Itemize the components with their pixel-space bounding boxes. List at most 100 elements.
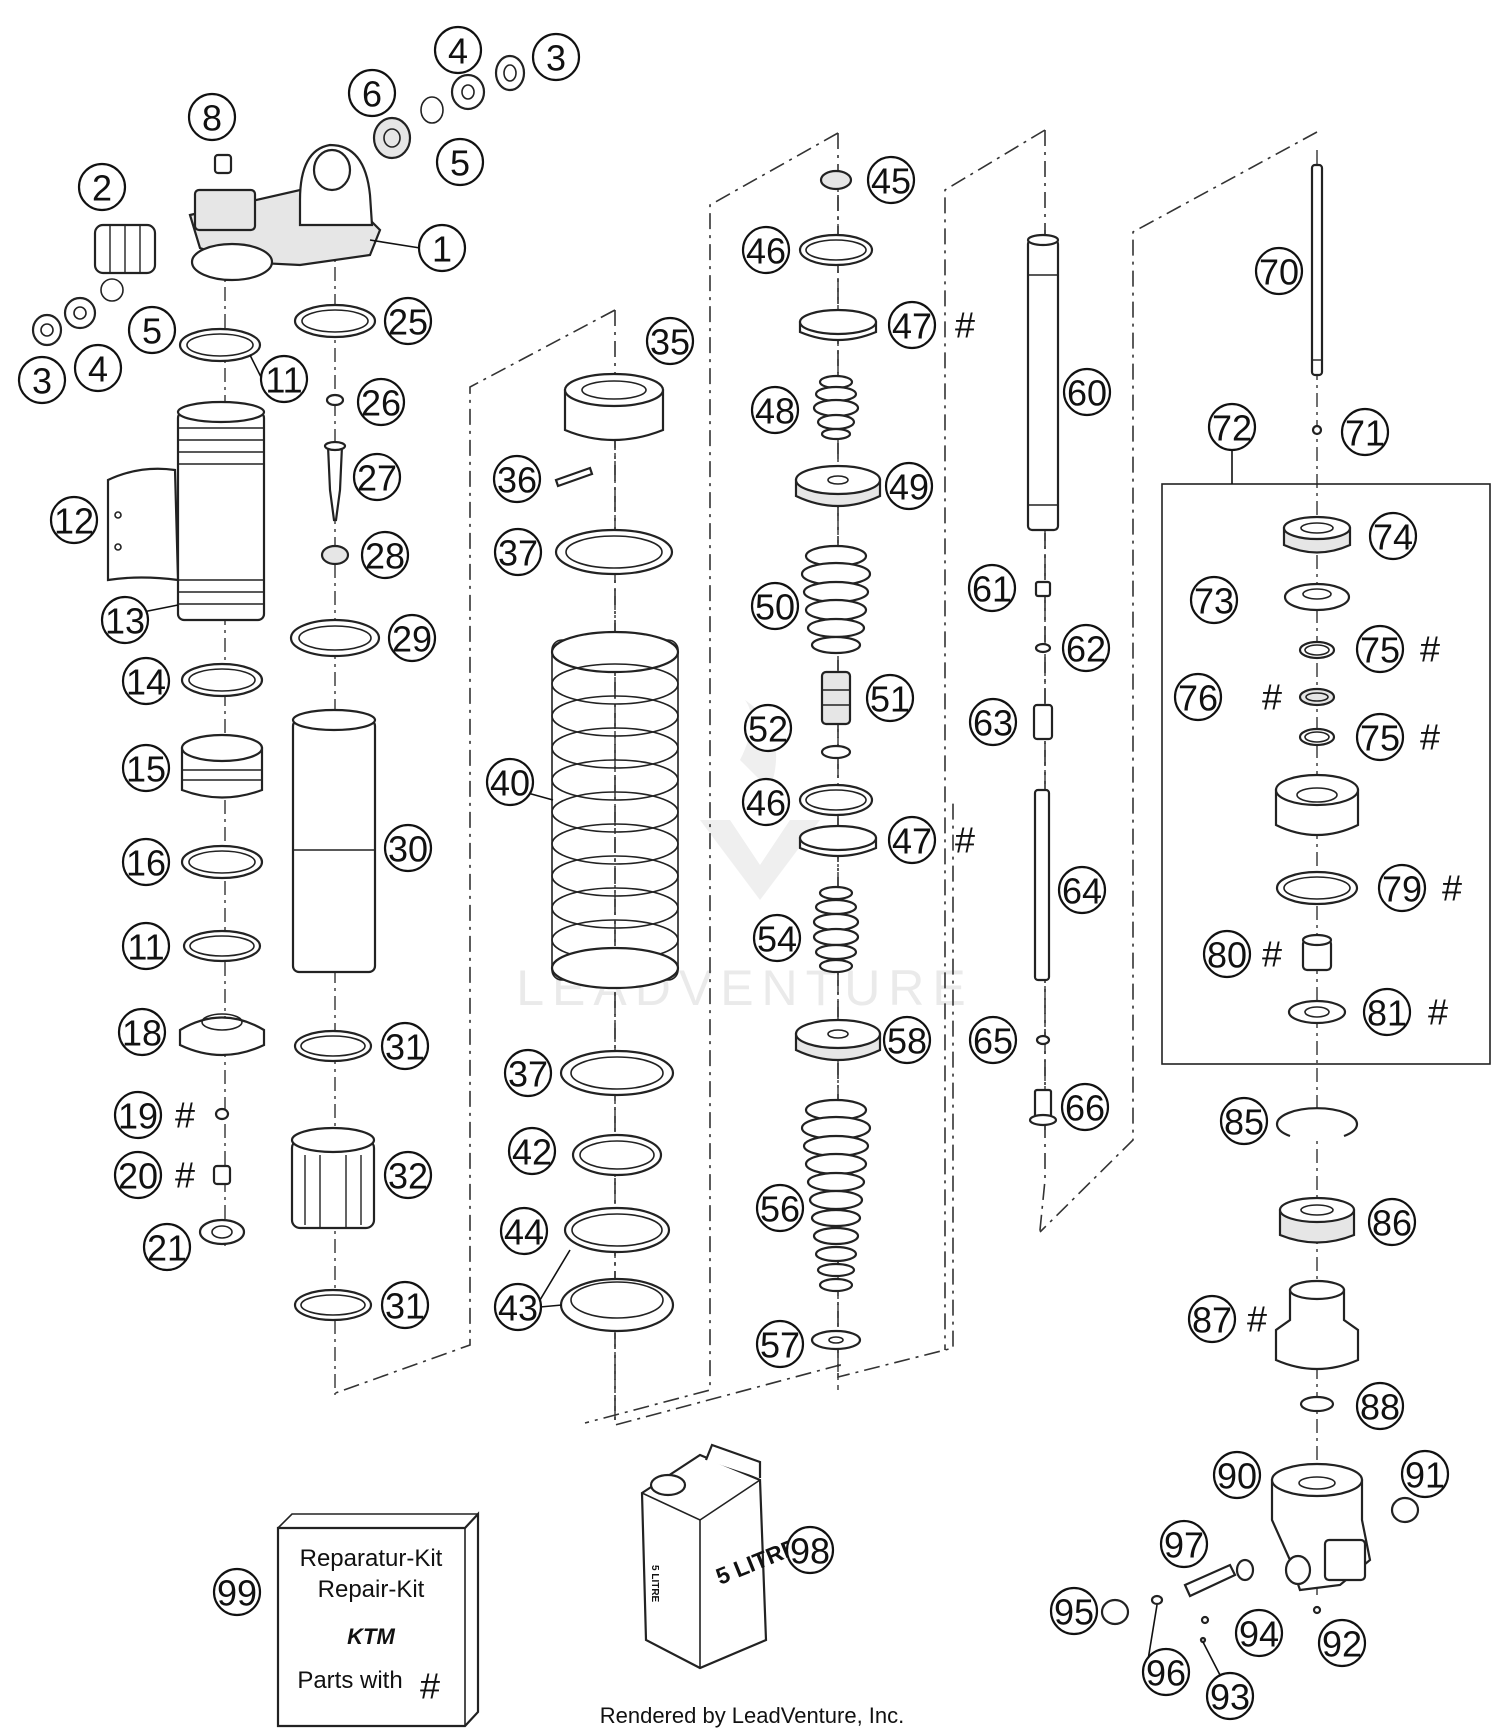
callout-46: 46: [741, 225, 791, 275]
part-31-oring-lower: [293, 1288, 373, 1322]
callout-71: 71: [1340, 407, 1390, 457]
callout-86: 86: [1367, 1197, 1417, 1247]
part-57-washer: [810, 1329, 862, 1351]
part-61-62-63-small-parts: [1032, 580, 1054, 741]
part-29-ring: [289, 618, 381, 658]
callout-number: 62: [1066, 629, 1106, 670]
callout-number: 5: [142, 311, 162, 352]
callout-47: 47: [887, 815, 937, 865]
callout-85: 85: [1219, 1096, 1269, 1146]
kit-line-2: Repair-Kit: [318, 1576, 425, 1603]
part-80-bushing: [1301, 933, 1333, 972]
callout-29: 29: [387, 613, 437, 663]
part-19-20-21-valve: [198, 1107, 246, 1246]
callout-63: 63: [968, 697, 1018, 747]
part-64-rod: [1033, 788, 1051, 982]
callout-number: 40: [490, 763, 530, 804]
callout-number: 31: [385, 1286, 425, 1327]
callout-number: 58: [887, 1021, 927, 1062]
callout-90: 90: [1212, 1450, 1262, 1500]
callout-number: 96: [1146, 1653, 1186, 1694]
callout-number: 47: [892, 821, 932, 862]
callout-75: 75: [1355, 712, 1405, 762]
callout-65: 65: [968, 1015, 1018, 1065]
callout-number: 5: [450, 143, 470, 184]
part-35-nut: [563, 372, 665, 442]
callout-number: 71: [1345, 413, 1385, 454]
callout-98: 98: [785, 1525, 835, 1575]
part-73-washer: [1283, 582, 1351, 612]
callout-number: 32: [388, 1156, 428, 1197]
part-43-seat: [559, 1277, 675, 1333]
callout-number: 93: [1210, 1677, 1250, 1718]
hash-79: #: [1442, 868, 1462, 909]
callout-number: 44: [504, 1212, 544, 1253]
callout-21: 21: [142, 1222, 192, 1272]
callout-number: 4: [88, 349, 108, 390]
callout-31: 31: [380, 1280, 430, 1330]
callout-46: 46: [741, 777, 791, 827]
callout-number: 25: [388, 302, 428, 343]
callout-number: 14: [126, 662, 166, 703]
callout-number: 11: [127, 927, 164, 968]
part-56-shim-stack: [800, 1098, 872, 1293]
callout-number: 90: [1217, 1456, 1257, 1497]
callout-96: 96: [1141, 1647, 1191, 1697]
callout-66: 66: [1060, 1082, 1110, 1132]
callout-51: 51: [865, 673, 915, 723]
callout-3: 3: [17, 355, 67, 405]
callout-13: 13: [100, 595, 150, 645]
part-88-washer: [1299, 1395, 1335, 1413]
hash-81: #: [1428, 992, 1448, 1033]
callout-35: 35: [645, 316, 695, 366]
hash-87: #: [1247, 1299, 1267, 1340]
callout-88: 88: [1355, 1381, 1405, 1431]
hash-47-lower: #: [955, 820, 975, 861]
callout-number: 6: [362, 74, 382, 115]
callout-number: 31: [385, 1027, 425, 1068]
callout-92: 92: [1317, 1618, 1367, 1668]
callout-number: 60: [1067, 373, 1107, 414]
part-31-oring: [293, 1029, 373, 1063]
part-15-piston: [180, 733, 264, 799]
callout-number: 57: [760, 1325, 800, 1366]
kit-hash: #: [420, 1666, 440, 1707]
part-45-nut: [819, 169, 853, 191]
part-18-cap: [178, 1013, 266, 1057]
callout-2: 2: [77, 162, 127, 212]
callout-79: 79: [1377, 863, 1427, 913]
part-3-4-5-6-hardware: [31, 54, 526, 347]
callout-number: 92: [1322, 1624, 1362, 1665]
callout-5: 5: [127, 305, 177, 355]
callout-18: 18: [117, 1007, 167, 1057]
callout-70: 70: [1254, 246, 1304, 296]
callout-5: 5: [435, 137, 485, 187]
callout-12: 12: [49, 495, 99, 545]
callout-74: 74: [1368, 511, 1418, 561]
callout-26: 26: [356, 377, 406, 427]
callout-number: 91: [1405, 1455, 1445, 1496]
part-11-oring-lower: [182, 929, 262, 963]
callout-94: 94: [1234, 1608, 1284, 1658]
part-52-washer: [820, 744, 852, 760]
hash-markers: # # # # # # # # # # #: [175, 305, 1462, 1340]
callout-20: 20: [113, 1150, 163, 1200]
callout-8: 8: [187, 92, 237, 142]
callout-number: 79: [1382, 869, 1422, 910]
callout-number: 56: [760, 1189, 800, 1230]
part-81-washer: [1287, 999, 1347, 1025]
callout-37: 37: [493, 527, 543, 577]
callout-30: 30: [383, 823, 433, 873]
callout-31: 31: [380, 1021, 430, 1071]
part-44-ring: [563, 1206, 671, 1254]
callout-number: 70: [1259, 252, 1299, 293]
kit-line-1: Reparatur-Kit: [300, 1545, 443, 1572]
callout-number: 20: [118, 1156, 158, 1197]
callout-58: 58: [882, 1015, 932, 1065]
callout-6: 6: [347, 68, 397, 118]
callout-47: 47: [887, 300, 937, 350]
part-46-47-rings: [798, 233, 878, 858]
callout-16: 16: [121, 837, 171, 887]
callout-number: 28: [365, 536, 405, 577]
